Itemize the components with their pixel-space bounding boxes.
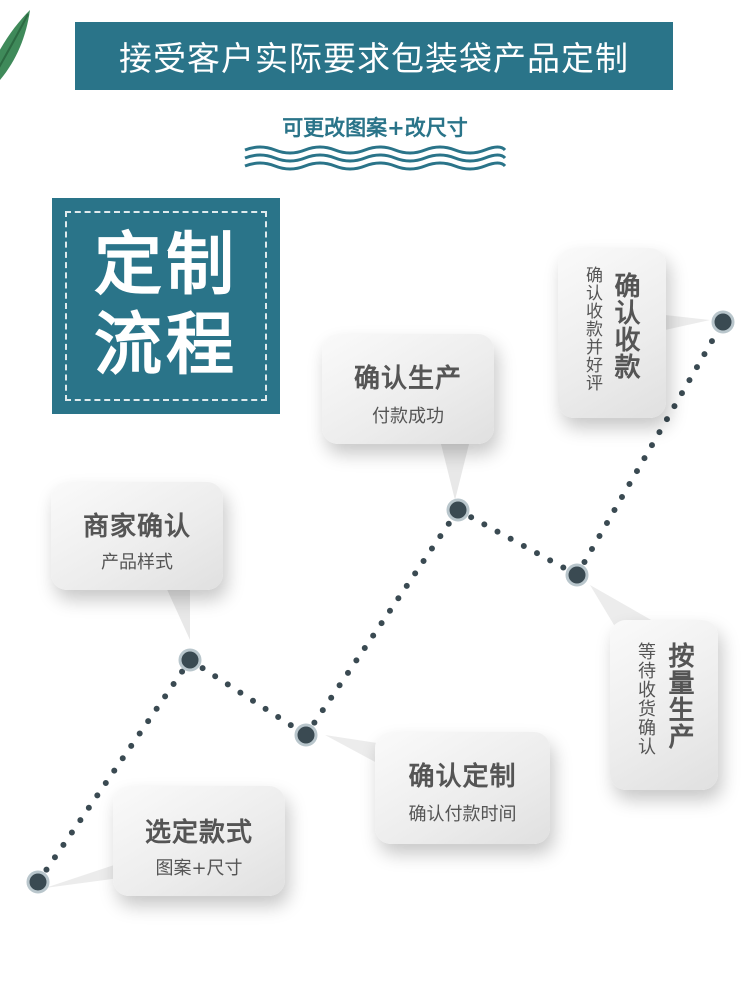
step-bubble-confirm-payment: 确认收款 确认收款并好评 bbox=[558, 248, 666, 418]
step-title: 确认定制 bbox=[408, 762, 517, 792]
process-title-box: 定制 流程 bbox=[52, 198, 280, 414]
step-title: 确认收款 bbox=[610, 272, 640, 380]
step-bubble-confirm-custom: 确认定制 确认付款时间 bbox=[375, 732, 550, 844]
banner-title: 接受客户实际要求包装袋产品定制 bbox=[119, 39, 629, 78]
dashed-frame bbox=[65, 211, 267, 401]
step-subtitle: 确认收款并好评 bbox=[582, 266, 602, 392]
flow-node bbox=[294, 723, 318, 747]
subtitle: 可更改图案+改尺寸 bbox=[282, 116, 468, 140]
step-title: 确认生产 bbox=[353, 364, 462, 394]
step-subtitle: 等待收货确认 bbox=[635, 642, 656, 756]
step-bubble-mass-production: 按量生产 等待收货确认 bbox=[610, 620, 718, 790]
step-title: 按量生产 bbox=[664, 642, 694, 750]
bubble-tail bbox=[325, 735, 390, 770]
step-title: 选定款式 bbox=[144, 818, 253, 848]
flow-node bbox=[565, 563, 589, 587]
wave-decoration-icon bbox=[244, 145, 507, 171]
step-title: 商家确认 bbox=[82, 512, 191, 542]
header-banner: 接受客户实际要求包装袋产品定制 bbox=[75, 22, 673, 90]
flow-node bbox=[178, 648, 202, 672]
step-bubble-select-style: 选定款式 图案+尺寸 bbox=[113, 786, 285, 896]
bubble-tail bbox=[165, 585, 190, 640]
step-subtitle: 图案+尺寸 bbox=[155, 858, 243, 879]
flow-node bbox=[711, 310, 735, 334]
step-subtitle: 产品样式 bbox=[101, 552, 173, 573]
flow-node bbox=[446, 498, 470, 522]
step-subtitle: 付款成功 bbox=[372, 406, 444, 427]
bubble-tail bbox=[440, 440, 470, 500]
dotted-path bbox=[35, 319, 726, 885]
step-subtitle: 确认付款时间 bbox=[408, 804, 517, 825]
process-title-line1: 定制 bbox=[93, 226, 238, 305]
leaf-decoration-icon bbox=[0, 10, 30, 80]
flow-node bbox=[26, 870, 50, 894]
step-bubble-confirm-production: 确认生产 付款成功 bbox=[322, 334, 494, 444]
process-title-line2: 流程 bbox=[93, 306, 238, 385]
step-bubble-merchant-confirm: 商家确认 产品样式 bbox=[51, 482, 223, 590]
bubble-tail bbox=[665, 315, 710, 330]
